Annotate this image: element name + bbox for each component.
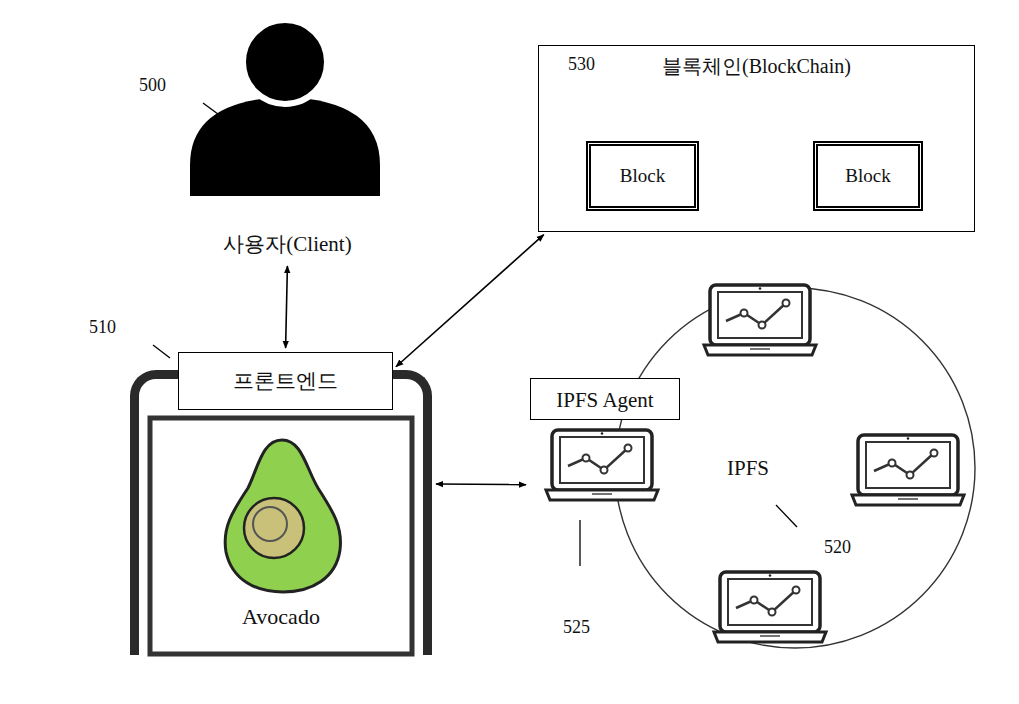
arrow-connector [396, 235, 544, 367]
process-box: Avocado [130, 370, 432, 655]
laptop-icon [704, 285, 816, 355]
process-box: Block [813, 141, 923, 211]
box-label: 사용자(Client) [223, 232, 351, 256]
box-label: Block [620, 165, 665, 187]
callout-number: 520 [822, 537, 853, 558]
process-box: Block [586, 141, 699, 211]
arrow-connector [436, 483, 526, 485]
process-box: 프론트엔드 [178, 352, 393, 410]
box-label: Block [845, 165, 890, 187]
avocado-icon [225, 440, 340, 592]
network-label: IPFS [727, 456, 769, 480]
callout-number: 500 [137, 75, 168, 96]
person-icon [190, 20, 380, 196]
device-screen [150, 418, 412, 654]
agent-node: IPFS Agent [530, 378, 680, 505]
laptop-icon [852, 435, 964, 505]
network-circle: IPFS [613, 286, 977, 650]
process-box: 블록체인(BlockChain) Block Block [538, 45, 975, 232]
agent-label: IPFS Agent [530, 378, 680, 420]
box-label: Avocado [242, 604, 320, 629]
ring-outline [613, 286, 977, 650]
box-label: 블록체인(BlockChain) [662, 55, 851, 78]
callout-number: 510 [87, 317, 118, 338]
callout-number: 530 [566, 54, 597, 75]
laptop-icon [714, 572, 826, 642]
callout-number: 525 [561, 617, 592, 638]
process-box: 사용자(Client) [180, 226, 395, 262]
box-label: 프론트엔드 [233, 369, 338, 393]
laptop-icon [546, 430, 658, 500]
arrow-connector [286, 266, 288, 348]
